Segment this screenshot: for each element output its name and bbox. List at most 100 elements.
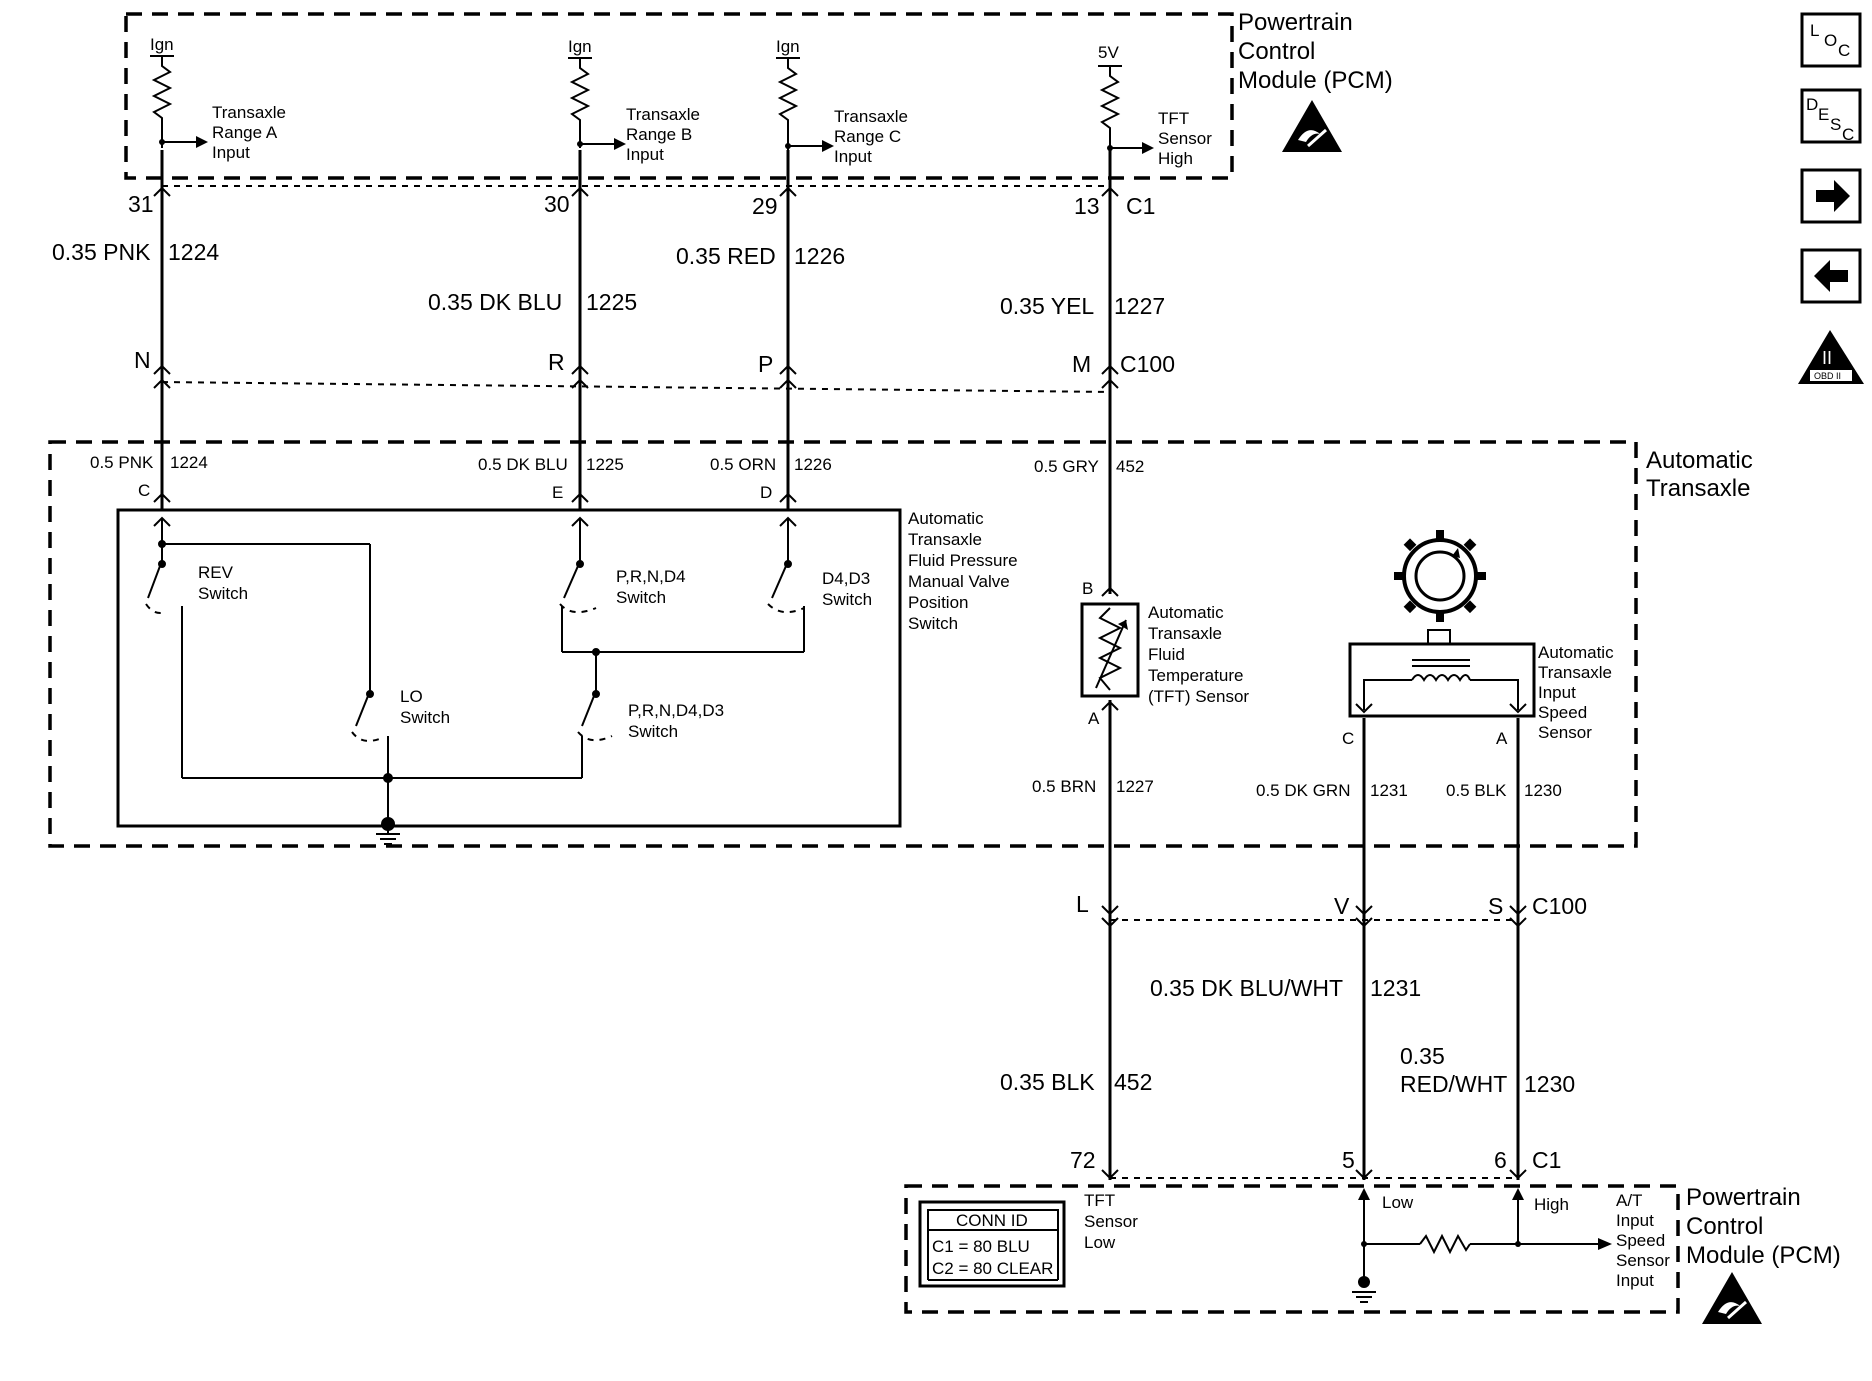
svg-text:30: 30 <box>544 191 570 217</box>
svg-text:High: High <box>1534 1195 1569 1214</box>
svg-text:O: O <box>1824 31 1837 50</box>
svg-text:P,R,N,D4: P,R,N,D4 <box>616 567 686 586</box>
wire-labels-mid: 0.5 PNK 1224 C 0.5 DK BLU 1225 E 0.5 ORN… <box>90 453 1144 502</box>
svg-text:5: 5 <box>1342 1147 1355 1173</box>
range-b-input: Ign Transaxle Range B Input <box>568 37 700 164</box>
conn-id-table: CONN ID C1 = 80 BLU C2 = 80 CLEAR <box>918 1200 1066 1288</box>
svg-text:Fluid Pressure: Fluid Pressure <box>908 551 1018 570</box>
svg-text:C: C <box>138 481 150 500</box>
svg-text:Switch: Switch <box>400 708 450 727</box>
svg-text:Manual Valve: Manual Valve <box>908 572 1010 591</box>
svg-text:0.5 ORN: 0.5 ORN <box>710 455 776 474</box>
svg-text:452: 452 <box>1114 1069 1152 1095</box>
svg-text:Ign: Ign <box>150 35 174 54</box>
svg-text:N: N <box>134 347 151 373</box>
desc-button[interactable]: D E S C <box>1800 88 1862 144</box>
svg-text:0.5 BLK: 0.5 BLK <box>1446 781 1507 800</box>
wire-labels-bottom: 0.35 BLK 452 0.35 DK BLU/WHT 1231 0.35 R… <box>1000 975 1575 1097</box>
svg-text:(TFT) Sensor: (TFT) Sensor <box>1148 687 1249 706</box>
svg-text:Automatic: Automatic <box>908 509 984 528</box>
svg-text:E: E <box>1818 105 1829 124</box>
next-button[interactable] <box>1800 168 1862 224</box>
svg-text:Switch: Switch <box>616 588 666 607</box>
svg-text:Sensor: Sensor <box>1616 1251 1670 1270</box>
svg-text:D: D <box>1806 95 1818 114</box>
svg-text:OBD II: OBD II <box>1814 371 1841 381</box>
svg-text:C: C <box>1838 41 1850 60</box>
svg-text:1231: 1231 <box>1370 975 1421 1001</box>
svg-text:Powertrain: Powertrain <box>1686 1184 1801 1211</box>
svg-text:1227: 1227 <box>1114 293 1165 319</box>
svg-text:Low: Low <box>1382 1193 1414 1212</box>
svg-text:0.35 BLK: 0.35 BLK <box>1000 1069 1095 1095</box>
svg-text:Sensor: Sensor <box>1158 129 1212 148</box>
svg-text:0.5 BRN: 0.5 BRN <box>1032 777 1096 796</box>
svg-text:R: R <box>548 349 565 375</box>
transaxle-title: Automatic Transaxle <box>1646 447 1753 502</box>
svg-text:Speed: Speed <box>1616 1231 1665 1250</box>
transaxle-boundary <box>48 440 1638 848</box>
svg-text:V: V <box>1334 893 1350 919</box>
svg-text:Ign: Ign <box>568 37 592 56</box>
ground-icon <box>376 817 400 845</box>
svg-text:Transaxle: Transaxle <box>908 530 982 549</box>
svg-text:Input: Input <box>1538 683 1576 702</box>
svg-text:Module (PCM): Module (PCM) <box>1238 67 1393 94</box>
svg-text:1224: 1224 <box>170 453 208 472</box>
svg-text:Input: Input <box>626 145 664 164</box>
svg-text:C100: C100 <box>1532 893 1587 919</box>
svg-text:B: B <box>1082 579 1093 598</box>
svg-text:A: A <box>1496 729 1508 748</box>
c100-top-connector: N R P M C100 <box>134 347 1175 393</box>
svg-text:M: M <box>1072 351 1091 377</box>
prev-button[interactable] <box>1800 248 1862 304</box>
svg-text:Transaxle: Transaxle <box>834 107 908 126</box>
pcm-top-boundary <box>124 12 1234 180</box>
obd-ii-button[interactable]: II OBD II <box>1798 330 1864 384</box>
svg-text:C1: C1 <box>1126 193 1155 219</box>
svg-text:Transaxle: Transaxle <box>1646 475 1750 502</box>
input-speed-sensor: C A Automatic Transaxle Input Speed Sens… <box>1342 530 1614 748</box>
svg-text:1227: 1227 <box>1116 777 1154 796</box>
svg-text:1226: 1226 <box>794 455 832 474</box>
svg-text:Control: Control <box>1686 1213 1763 1240</box>
esd-warning-icon <box>1702 1272 1762 1324</box>
c100-bottom-connector: L V S C100 <box>1076 891 1587 928</box>
pcm-bottom-title: Powertrain Control Module (PCM) <box>1686 1184 1841 1269</box>
pcm-bottom-boundary <box>904 1184 1680 1314</box>
svg-text:Switch: Switch <box>628 722 678 741</box>
svg-text:1225: 1225 <box>586 455 624 474</box>
svg-text:A/T: A/T <box>1616 1191 1642 1210</box>
svg-text:1231: 1231 <box>1370 781 1408 800</box>
svg-text:Input: Input <box>834 147 872 166</box>
svg-text:1230: 1230 <box>1524 781 1562 800</box>
svg-text:Transaxle: Transaxle <box>212 103 286 122</box>
svg-text:5V: 5V <box>1098 43 1119 62</box>
svg-text:D: D <box>760 483 772 502</box>
svg-text:C: C <box>1342 729 1354 748</box>
svg-text:Transaxle: Transaxle <box>1538 663 1612 682</box>
svg-text:6: 6 <box>1494 1147 1507 1173</box>
esd-warning-icon <box>1282 100 1342 152</box>
svg-text:Transaxle: Transaxle <box>626 105 700 124</box>
svg-text:1224: 1224 <box>168 239 219 265</box>
svg-text:L: L <box>1076 891 1089 917</box>
svg-text:Position: Position <box>908 593 968 612</box>
svg-text:Ign: Ign <box>776 37 800 56</box>
pcm-c1-top-terminals <box>153 186 1119 197</box>
svg-text:29: 29 <box>752 193 778 219</box>
switch-internal-wiring <box>145 518 805 826</box>
svg-text:REV: REV <box>198 563 234 582</box>
svg-text:Temperature: Temperature <box>1148 666 1243 685</box>
pcm-top-title: Powertrain Control Module (PCM) <box>1238 9 1393 94</box>
svg-text:0.5 DK BLU: 0.5 DK BLU <box>478 455 568 474</box>
svg-text:452: 452 <box>1116 457 1144 476</box>
loc-button[interactable]: L O C <box>1800 12 1862 68</box>
svg-text:13: 13 <box>1074 193 1100 219</box>
svg-text:High: High <box>1158 149 1193 168</box>
svg-text:Fluid: Fluid <box>1148 645 1185 664</box>
range-a-input: Ign Transaxle Range A Input <box>150 35 286 162</box>
svg-text:Automatic: Automatic <box>1538 643 1614 662</box>
svg-text:Input: Input <box>1616 1211 1654 1230</box>
